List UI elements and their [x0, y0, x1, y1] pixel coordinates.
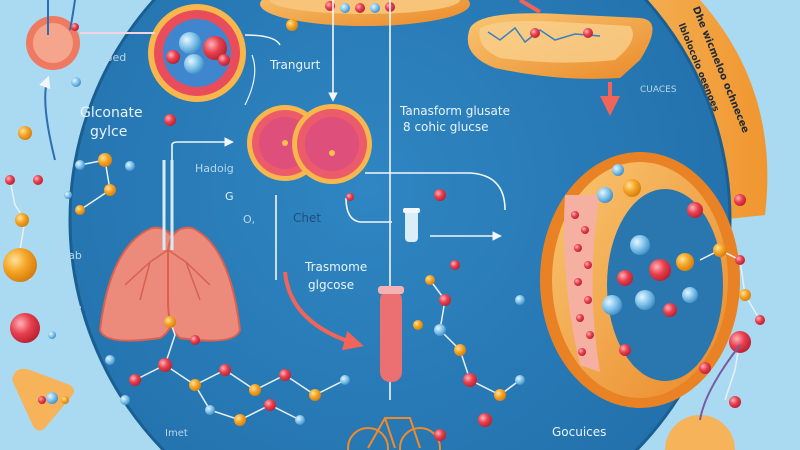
twin-cell-discs — [247, 104, 372, 184]
label-gluconate-line2: gylce — [90, 124, 128, 140]
bicycle-icon — [347, 417, 441, 450]
cell-ring-cross-section — [540, 152, 740, 408]
label-gocuices: Gocuices — [552, 425, 607, 439]
label-trasmome-line1: Trasmome — [305, 260, 368, 274]
label-chet: Chet — [293, 211, 322, 225]
label-gluconate-line1: Glconate — [80, 105, 143, 121]
label-transform-line1: Tanasform glusate — [400, 104, 510, 118]
label-ged: Ged — [104, 51, 127, 64]
label-o2-lower: O, — [70, 298, 83, 311]
cell-top-center — [148, 4, 246, 102]
label-cuaces: CUACES — [640, 85, 677, 95]
blood-test-tube — [378, 286, 404, 382]
cell-top-left — [26, 0, 80, 70]
label-trasmome-line2: glgcose — [308, 278, 355, 292]
label-transform-line2: 8 cohic glucse — [403, 120, 489, 134]
vial — [403, 208, 420, 242]
label-hadoig: Hadoig — [195, 162, 234, 175]
label-lab: Lab — [62, 249, 82, 262]
label-imet: Imet — [165, 428, 188, 439]
label-g: G — [225, 190, 234, 203]
red-flow-arrows — [283, 0, 620, 351]
bottom-right-cell — [665, 344, 741, 450]
top-disc-organelle — [260, 0, 470, 26]
label-transgurt: Trangurt — [270, 58, 321, 72]
mitochondria-slab — [467, 13, 653, 79]
atoms — [3, 19, 765, 441]
triangle-molecule — [12, 368, 74, 431]
label-o2-upper: O, — [243, 213, 256, 226]
